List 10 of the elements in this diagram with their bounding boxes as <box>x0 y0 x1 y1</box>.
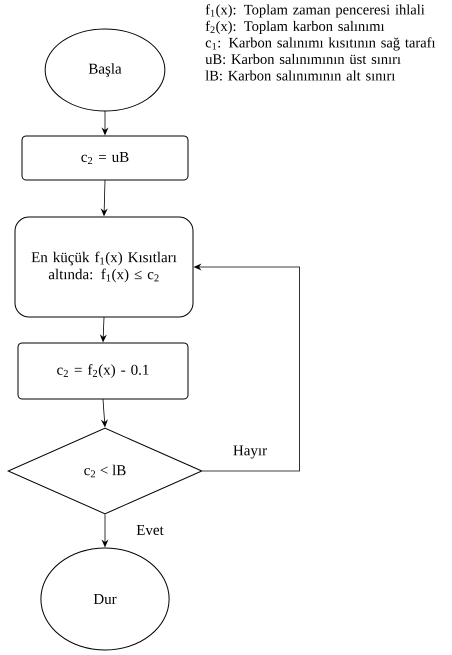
note-text: uB: Karbon salınımının üst sınırı <box>205 54 401 64</box>
note-text: f$_{2}$(x): Toplam karbon salınımı <box>206 20 384 34</box>
process-box: En küçük f$_{1}$(x) Kısıtları altında: f$_{1}$(x) ≤ c$_{2}$ <box>14 216 194 318</box>
process-box: c$_{2}$ = f$_{2}$(x) - 0.1 <box>18 342 188 400</box>
note-text: lB: Karbon salınımının alt sınırı <box>206 70 396 81</box>
note-text: f$_{1}$(x): Toplam zaman penceresi ihlali <box>206 4 425 18</box>
edge-label: Hayır <box>232 444 268 460</box>
edge-label: Evet <box>135 524 165 536</box>
note-text: c$_{1}$: Karbon salınımı kısıtının sağ tarafı <box>206 37 436 51</box>
process-box: c$_{2}$ = uB <box>22 136 188 180</box>
